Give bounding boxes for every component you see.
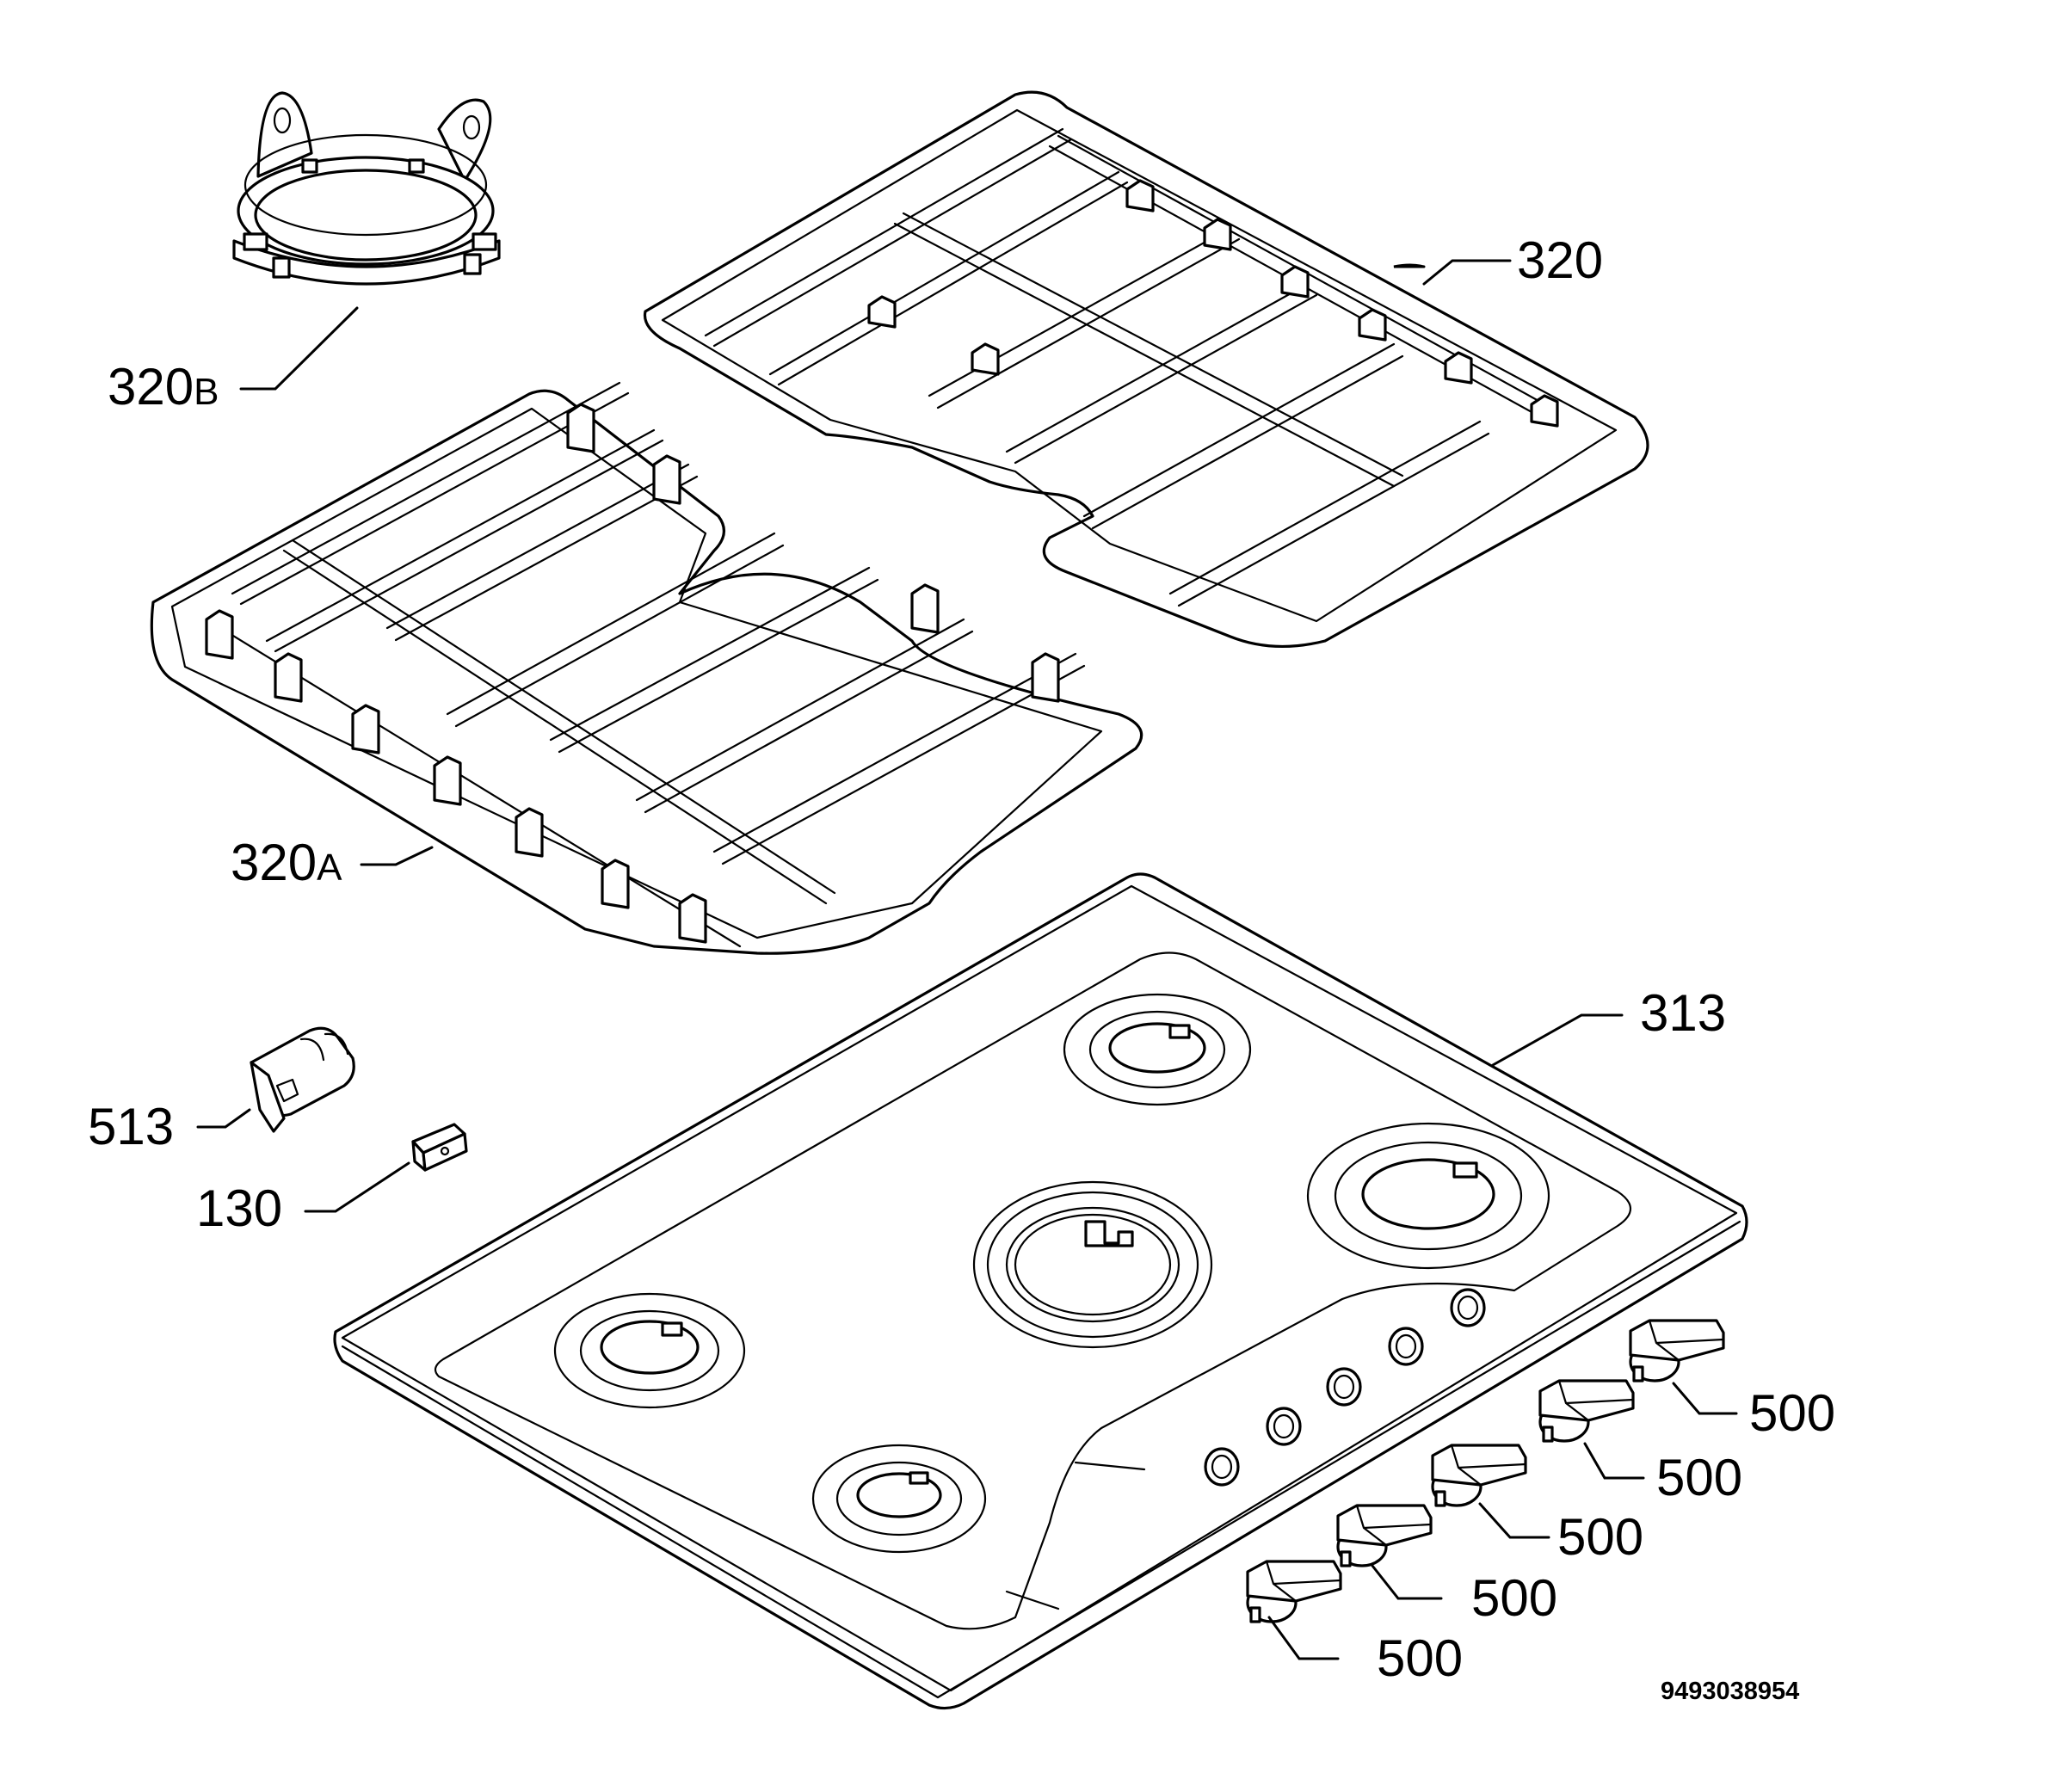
label-knob-5: 500 <box>1749 1384 1835 1442</box>
label-knob-1: 500 <box>1377 1629 1463 1687</box>
document-id: 9493038954 <box>1661 1678 1799 1705</box>
label-130: 130 <box>196 1179 282 1237</box>
label-320b: 320B <box>108 358 219 416</box>
label-knob-2: 500 <box>1471 1569 1557 1627</box>
part-130 <box>411 1123 468 1172</box>
leader-lines <box>196 259 1738 1660</box>
part-513 <box>250 1026 355 1133</box>
pan-support-left-320a <box>150 381 1143 955</box>
knob-5 <box>1629 1319 1725 1382</box>
hob-top-313 <box>333 872 1748 1710</box>
knob-1 <box>1246 1560 1342 1623</box>
label-knob-4: 500 <box>1656 1449 1742 1506</box>
label-320: 320 <box>1517 231 1603 289</box>
pan-support-ring-320b <box>232 91 501 286</box>
pan-support-right-320 <box>643 90 1649 649</box>
label-513: 513 <box>88 1098 174 1155</box>
label-320a: 320A <box>231 834 342 891</box>
label-313: 313 <box>1640 984 1726 1042</box>
knob-2 <box>1336 1504 1433 1567</box>
knob-3 <box>1431 1444 1527 1507</box>
knob-4 <box>1538 1379 1635 1443</box>
label-knob-3: 500 <box>1557 1508 1643 1566</box>
